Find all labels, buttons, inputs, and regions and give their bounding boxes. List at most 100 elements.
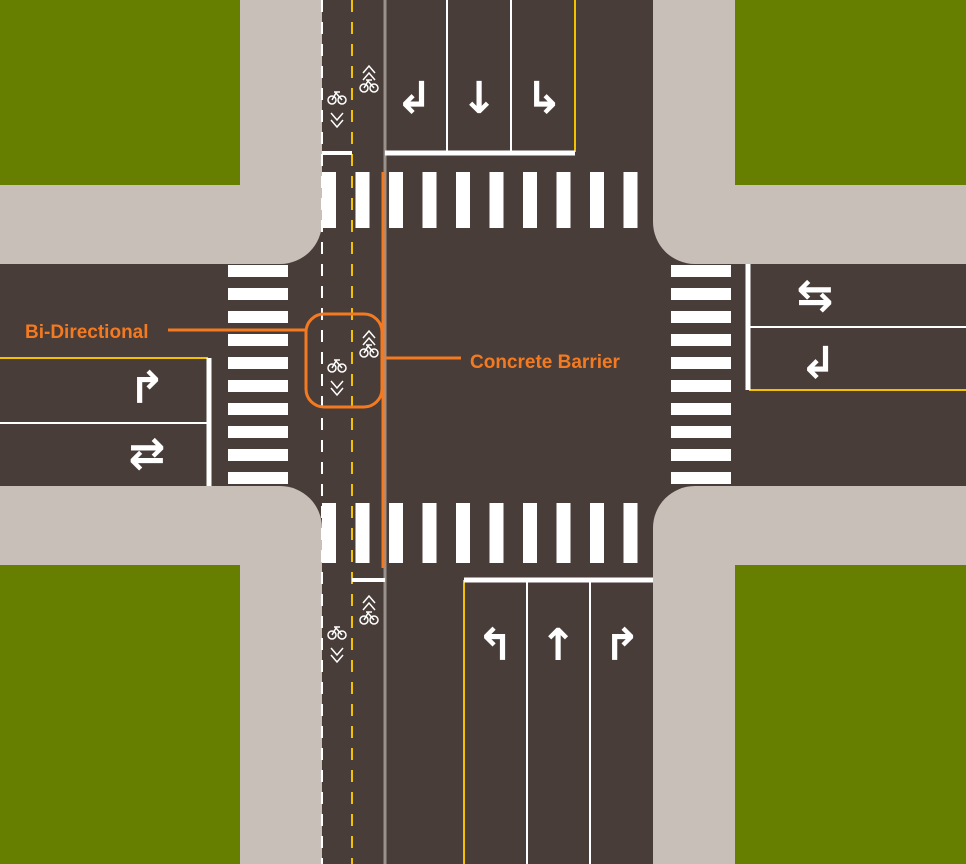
crosswalk-stripe (228, 426, 288, 438)
crosswalk-stripe (590, 503, 604, 563)
crosswalk-stripe (322, 172, 336, 228)
crosswalk-stripe (489, 172, 504, 228)
crosswalk-stripe (322, 503, 336, 563)
crosswalk-stripe (623, 172, 638, 228)
chevron-up-icon (362, 329, 376, 339)
crosswalk-stripe (623, 503, 638, 563)
arrow-left-turn: ↰ (477, 620, 514, 671)
crosswalk-stripe (590, 172, 604, 228)
bicycle-icon (363, 344, 375, 354)
crosswalk-stripe (228, 265, 288, 277)
bike-lane-symbols (327, 64, 379, 664)
arrow-right-turn: ↱ (604, 620, 641, 671)
chevron-down-icon (330, 380, 344, 390)
chevron-down-icon (330, 119, 344, 129)
bicycle-icon (369, 615, 379, 625)
crosswalk-stripe (523, 172, 537, 228)
crosswalk-stripe (671, 380, 731, 392)
corner-fillet (280, 222, 322, 264)
arrow-through-left: ⇆ (797, 270, 834, 321)
bicycle-icon (369, 348, 379, 358)
crosswalk-stripe (228, 334, 288, 346)
grass-bottom-left (0, 565, 240, 864)
label-bi-directional: Bi-Directional (25, 322, 149, 343)
crosswalks (228, 172, 731, 563)
crosswalk-stripe (671, 311, 731, 323)
crosswalk-stripe (523, 503, 537, 563)
bicycle-icon (359, 615, 369, 625)
label-concrete-barrier: Concrete Barrier (470, 352, 621, 373)
bicycle-icon (363, 79, 375, 89)
chevron-down-icon (330, 387, 344, 397)
crosswalk-stripe (489, 503, 504, 563)
bicycle-icon (327, 363, 337, 373)
chevron-up-icon (362, 601, 376, 611)
bicycle-icon (369, 83, 379, 93)
crosswalk-stripe (671, 357, 731, 369)
crosswalk-stripe (422, 172, 437, 228)
crosswalk-stripe (228, 311, 288, 323)
chevron-down-icon (330, 654, 344, 664)
bicycle-icon (359, 83, 369, 93)
chevron-up-icon (362, 64, 376, 74)
arrow-left-turn: ↲ (396, 73, 433, 124)
corner-fillet (653, 222, 695, 264)
arrow-straight: ↓ (461, 73, 498, 124)
bicycle-icon (331, 91, 343, 101)
crosswalk-stripe (671, 265, 731, 277)
crosswalk-stripe (228, 449, 288, 461)
chevron-up-icon (362, 71, 376, 81)
arrow-right-turn: ↳ (526, 73, 563, 124)
crosswalk-stripe (456, 503, 470, 563)
crosswalk-stripe (671, 288, 731, 300)
bicycle-icon (337, 363, 347, 373)
bicycle-icon (331, 626, 343, 636)
crosswalk-stripe (228, 472, 288, 484)
corner-fillet (280, 486, 322, 528)
crosswalk-stripe (389, 503, 403, 563)
bicycle-icon (337, 95, 347, 105)
east-west-road (0, 264, 966, 486)
crosswalk-stripe (671, 472, 731, 484)
crosswalk-stripe (355, 503, 370, 563)
chevron-down-icon (330, 647, 344, 657)
bicycle-icon (359, 348, 369, 358)
crosswalk-stripe (556, 172, 571, 228)
crosswalk-stripe (389, 172, 403, 228)
lane-arrows: ↲ ↓ ↳ ↰ ↑ ↱ ↱ ⇄ ⇆ ↲ (129, 73, 837, 671)
crosswalk-stripe (671, 426, 731, 438)
crosswalk-stripe (556, 503, 571, 563)
bicycle-icon (327, 95, 337, 105)
crosswalk-stripe (671, 403, 731, 415)
crosswalk-stripe (228, 403, 288, 415)
crosswalk-stripe (355, 172, 370, 228)
crosswalk-stripe (671, 449, 731, 461)
grass-bottom-right (735, 565, 966, 864)
bicycle-icon (331, 359, 343, 369)
arrow-straight: ↑ (540, 620, 577, 671)
annotations: Bi-Directional Concrete Barrier (25, 172, 621, 568)
grass-top-left (0, 0, 240, 185)
bicycle-icon (337, 630, 347, 640)
bicycle-icon (363, 611, 375, 621)
crosswalk-stripe (671, 334, 731, 346)
arrow-left-turn: ↱ (129, 363, 166, 414)
arrow-left-turn: ↲ (800, 338, 837, 389)
crosswalk-stripe (228, 288, 288, 300)
crosswalk-stripe (228, 380, 288, 392)
chevron-up-icon (362, 336, 376, 346)
crosswalk-stripe (456, 172, 470, 228)
corner-fillet (653, 486, 695, 528)
crosswalk-stripe (228, 357, 288, 369)
chevron-down-icon (330, 112, 344, 122)
chevron-up-icon (362, 594, 376, 604)
arrow-through-right: ⇄ (129, 428, 166, 479)
bicycle-icon (327, 630, 337, 640)
crosswalk-stripe (422, 503, 437, 563)
grass-top-right (735, 0, 966, 185)
